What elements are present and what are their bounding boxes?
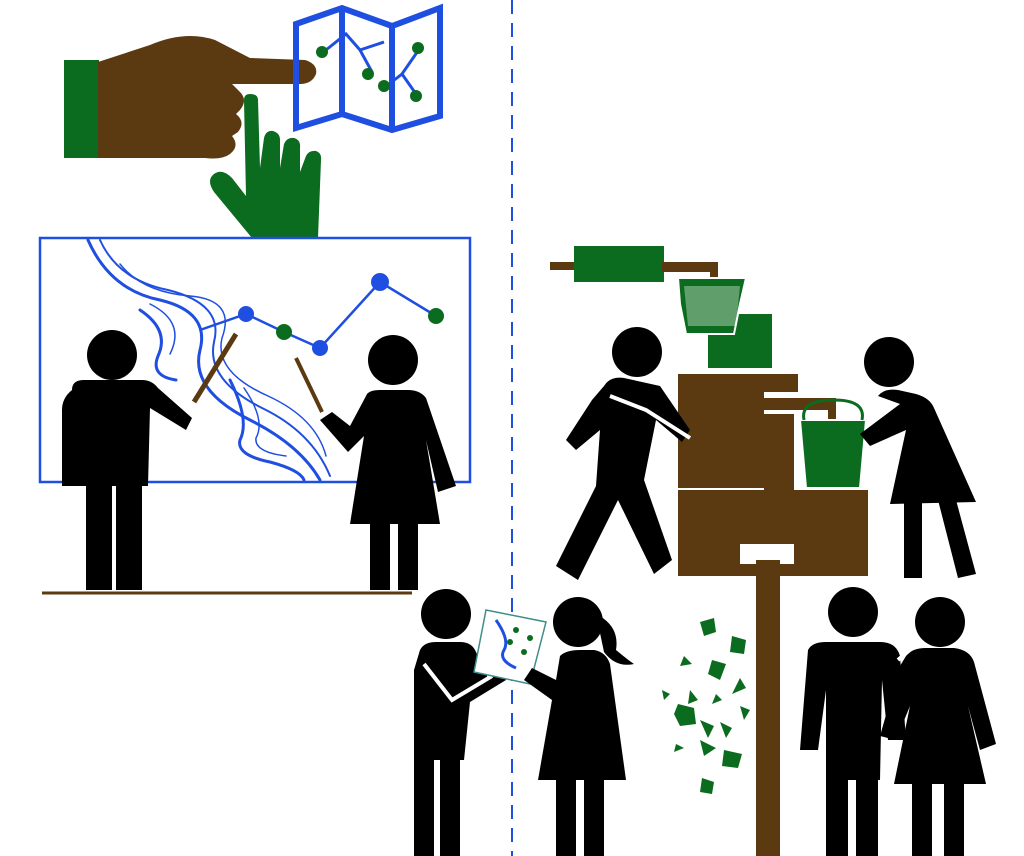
couple-icon	[800, 587, 996, 856]
bucket-icon	[676, 277, 868, 489]
bucket-woman-icon	[860, 337, 976, 578]
pointing-hand-icon	[64, 36, 317, 159]
presenter-woman-icon	[294, 335, 456, 590]
board-line-graph	[199, 273, 444, 356]
water-pump-icon	[550, 246, 868, 856]
folded-map-icon	[293, 3, 443, 134]
map-reading-group	[414, 589, 634, 856]
woman-with-map-icon	[524, 597, 634, 856]
presenter-man-icon	[62, 330, 239, 590]
seed-scatter-icon	[662, 618, 750, 794]
pumping-man-icon	[556, 327, 692, 580]
